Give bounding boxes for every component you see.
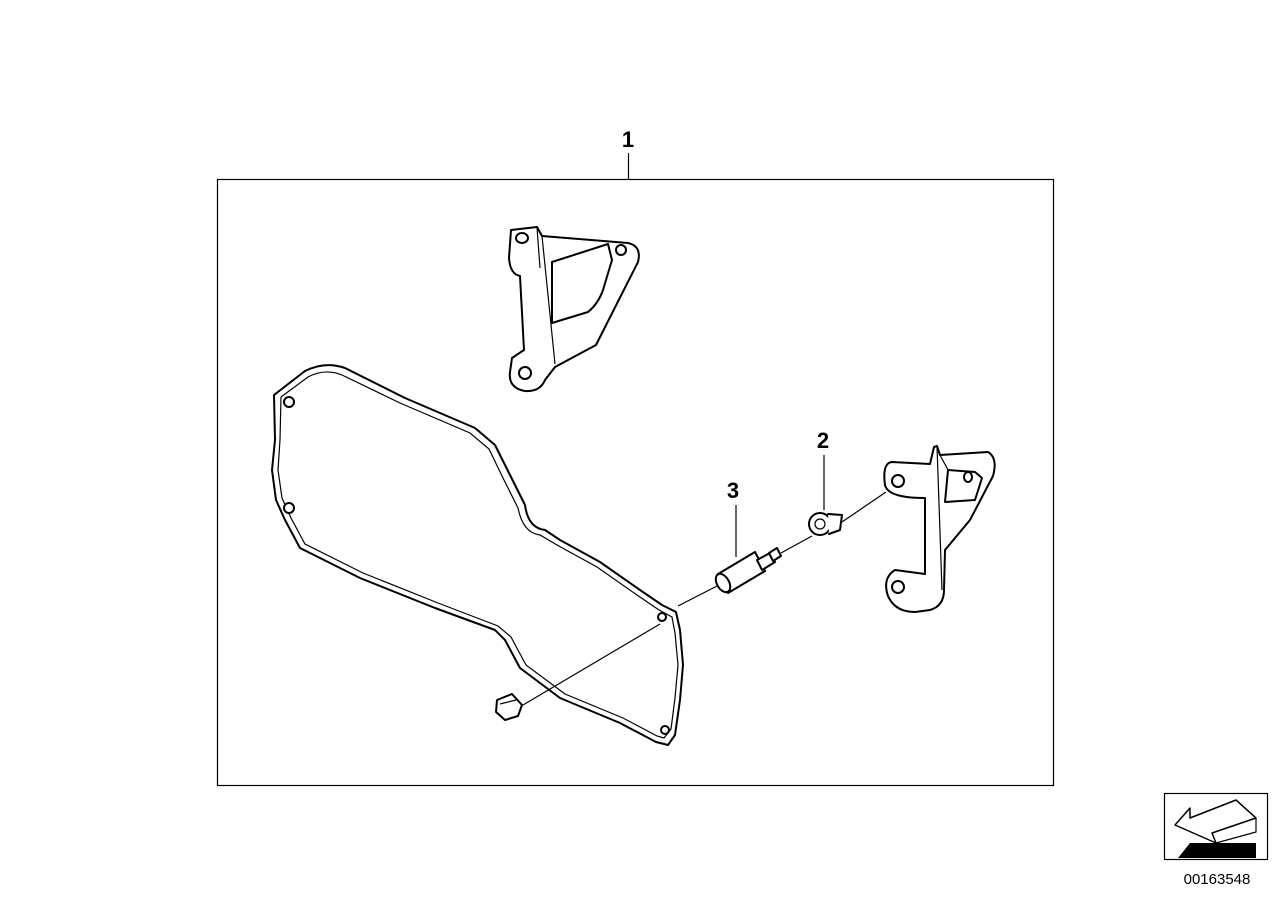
assembly-line-spacer	[677, 585, 718, 607]
screw	[495, 693, 523, 721]
upper-bracket	[508, 226, 640, 393]
spacer	[714, 547, 782, 594]
assembly-line-nut	[780, 535, 813, 554]
cover-plate	[271, 364, 684, 746]
callout-1[interactable]: 1	[622, 127, 634, 152]
clip-nut	[808, 512, 843, 536]
kit-frame	[216, 178, 1055, 787]
callout-2[interactable]: 2	[817, 428, 829, 453]
direction-arrow-icon	[1163, 792, 1269, 861]
right-bracket	[883, 445, 996, 613]
document-number: 00163548	[1184, 871, 1251, 888]
assembly-line-screw	[522, 623, 661, 706]
callout-3[interactable]: 3	[727, 478, 739, 503]
assembly-line-bracket	[841, 491, 887, 523]
